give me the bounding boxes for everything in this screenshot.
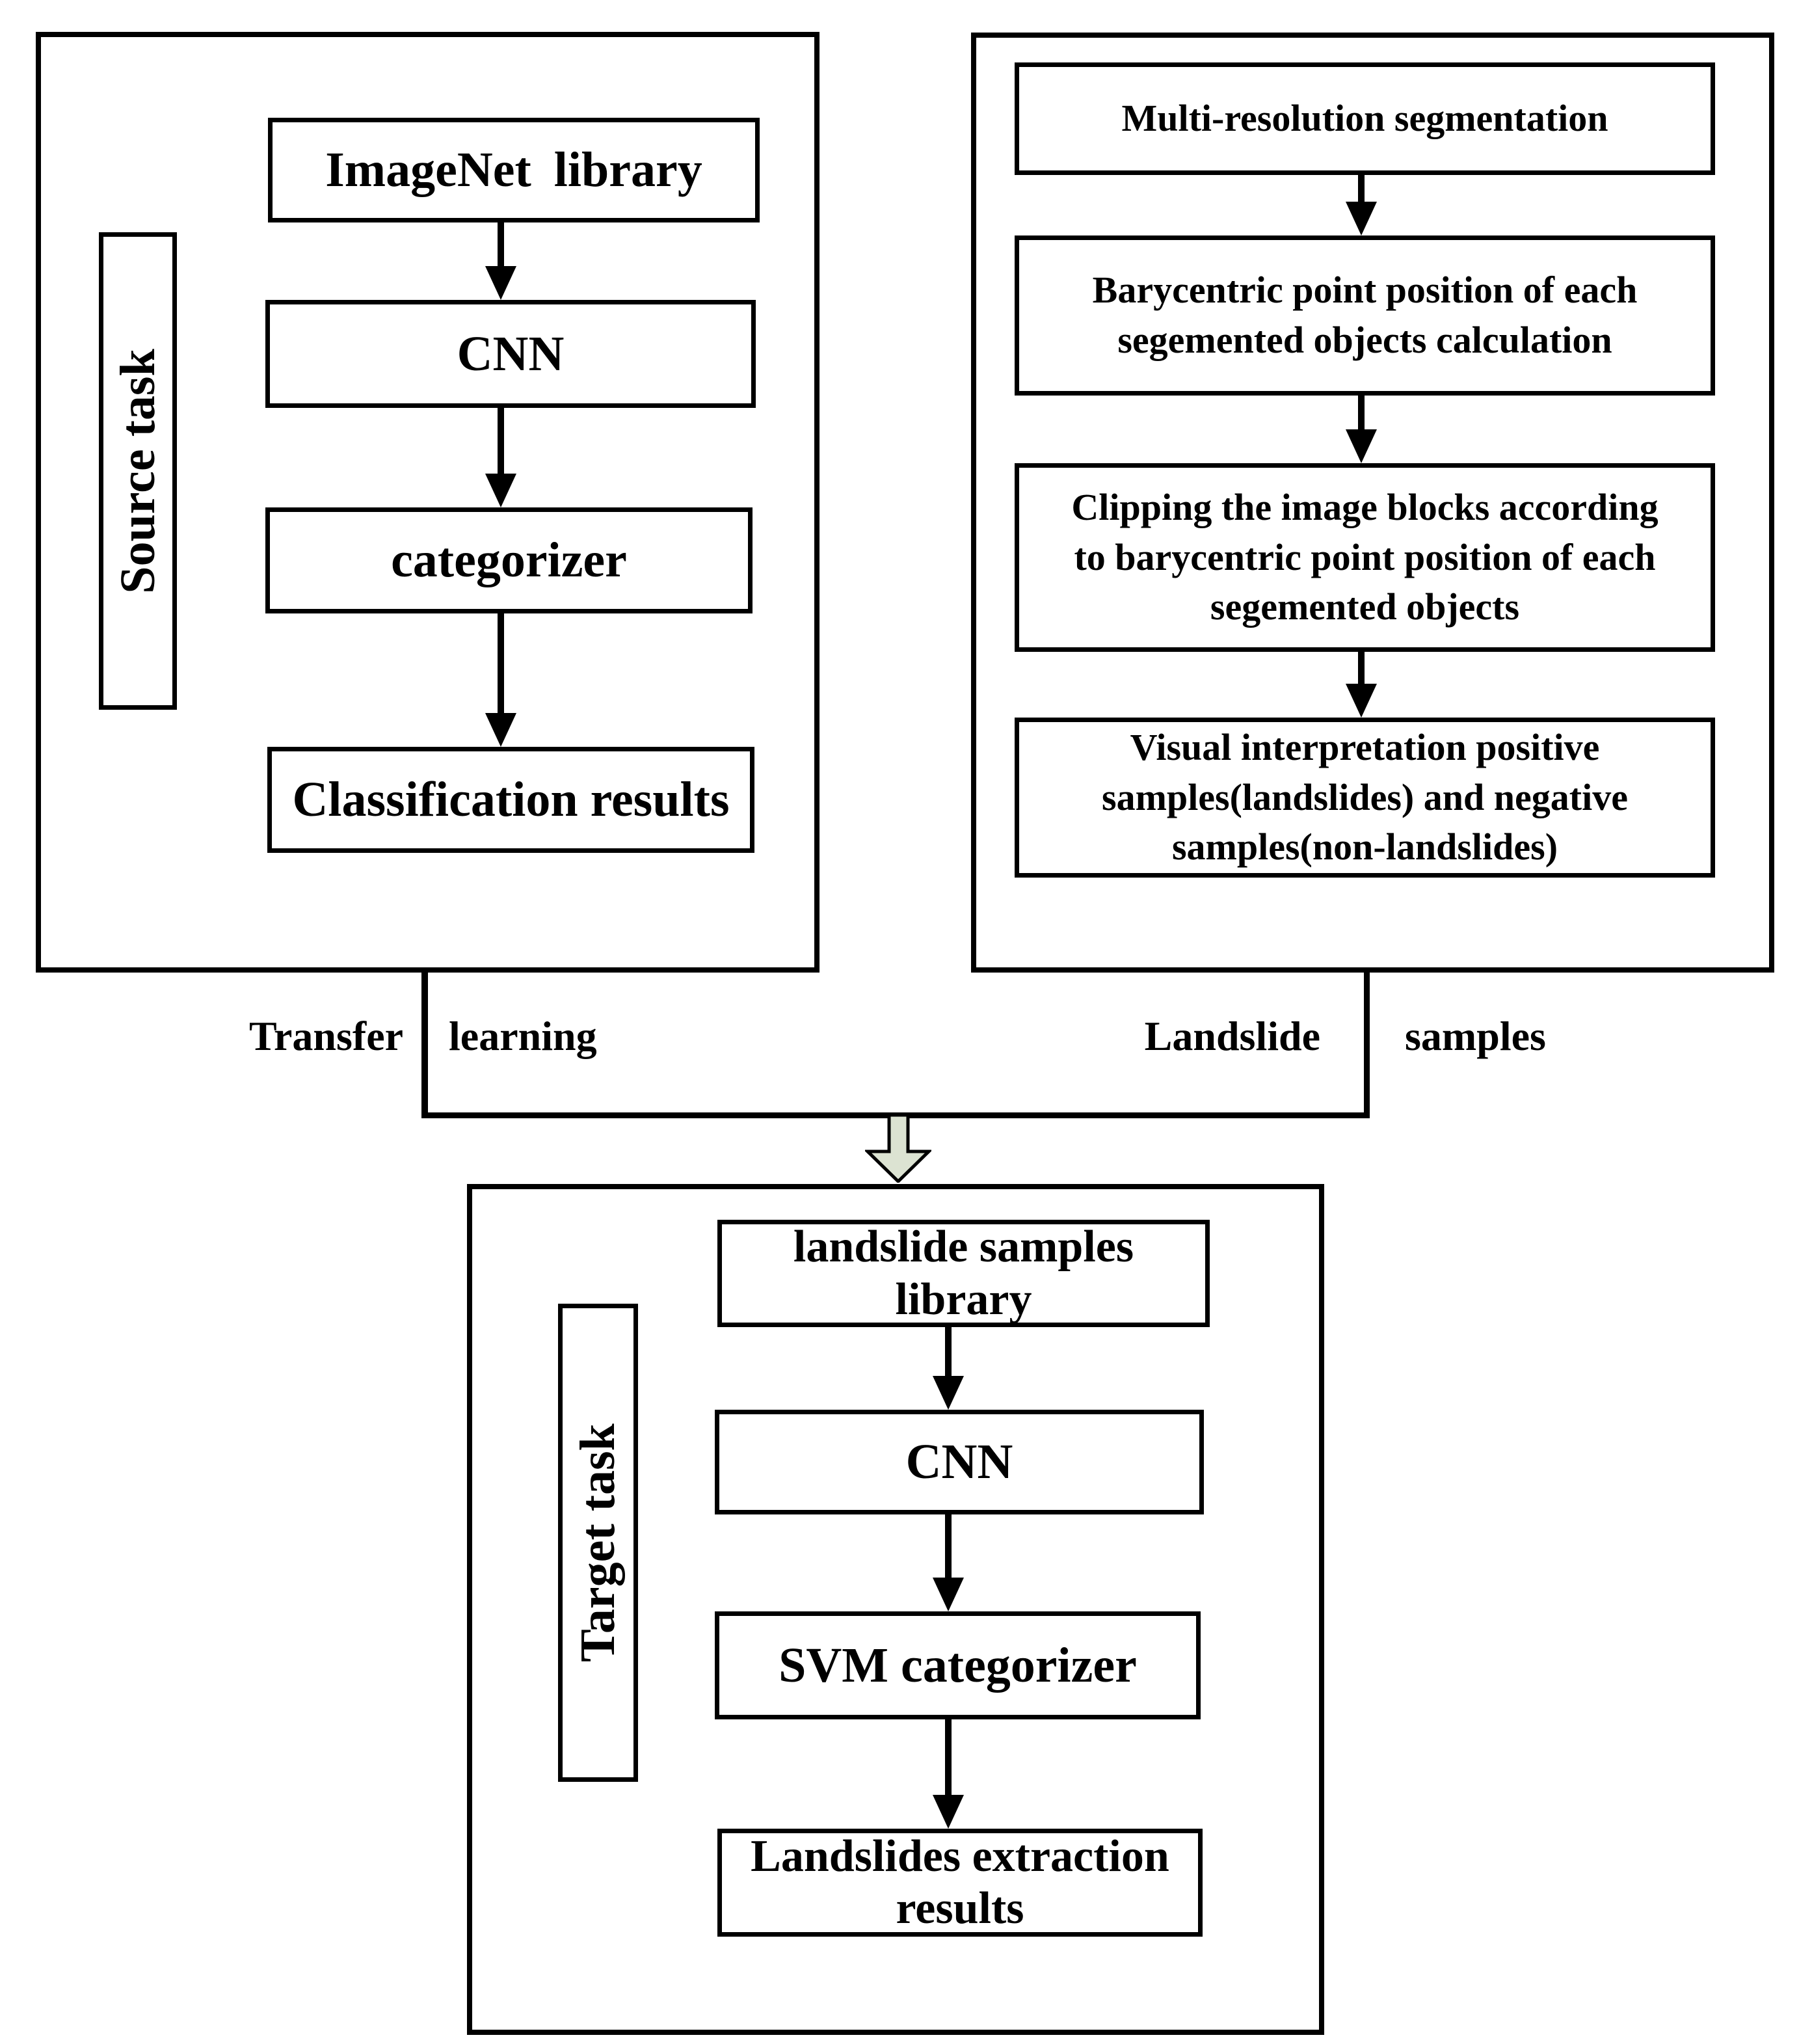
landslide-samples-connector-line: [1364, 973, 1370, 1118]
source-task-side-label-box: Source task: [99, 232, 177, 710]
arrow-head-icon: [933, 1376, 964, 1410]
flow-arrow-segmentation-to-barycentric: [1346, 175, 1377, 235]
target-cnn-box: CNN: [715, 1410, 1204, 1514]
transfer-label: Transfer: [249, 1013, 403, 1059]
flow-arrow-categorizer-to-results: [485, 613, 516, 747]
arrow-head-icon: [1346, 684, 1377, 718]
flow-arrow-barycentric-to-clipping: [1346, 396, 1377, 463]
classification-results-box: Classification results: [267, 747, 754, 853]
block-down-arrow-icon: [865, 1114, 931, 1183]
arrow-head-icon: [933, 1795, 964, 1829]
library-line-2: library: [895, 1274, 1032, 1325]
imagenet-library-label: ImageNet library: [325, 142, 702, 198]
transfer-learning-connector-line: [421, 973, 428, 1118]
flow-arrow-clipping-to-visual: [1346, 652, 1377, 718]
landslides-extraction-results-box: Landslides extraction results: [717, 1829, 1203, 1937]
multi-resolution-segmentation-box: Multi-resolution segmentation: [1015, 62, 1715, 175]
source-cnn-box: CNN: [265, 300, 756, 408]
clipping-line-2: to barycentric point position of each: [1074, 535, 1656, 578]
arrow-stem: [1358, 396, 1365, 429]
multi-resolution-segmentation-label: Multi-resolution segmentation: [1121, 97, 1608, 140]
barycentric-point-box: Barycentric point position of each segem…: [1015, 235, 1715, 396]
visual-line-1: Visual interpretation positive: [1130, 726, 1600, 769]
categorizer-box: categorizer: [265, 507, 753, 613]
arrow-stem: [945, 1514, 952, 1578]
arrow-stem: [498, 408, 504, 474]
target-task-side-label: Target task: [570, 1423, 626, 1662]
target-cnn-label: CNN: [905, 1434, 1013, 1490]
arrow-head-icon: [485, 474, 516, 507]
flow-arrow-imagenet-to-cnn: [485, 222, 516, 300]
arrow-head-icon: [1346, 429, 1377, 463]
flow-arrow-library-to-cnn: [933, 1327, 964, 1410]
visual-line-2: samples(landslides) and negative: [1102, 775, 1628, 818]
categorizer-label: categorizer: [391, 533, 627, 588]
library-line-1: landslide samples: [793, 1222, 1134, 1272]
barycentric-line-2: segemented objects calculation: [1117, 319, 1612, 361]
arrow-stem: [498, 613, 504, 713]
flow-arrow-cnn-to-svm: [933, 1514, 964, 1611]
learning-label: learning: [449, 1013, 597, 1059]
svm-categorizer-label: SVM categorizer: [779, 1637, 1137, 1693]
block-down-arrow-shape: [865, 1114, 931, 1183]
clipping-image-blocks-box: Clipping the image blocks according to b…: [1015, 463, 1715, 652]
flow-arrow-svm-to-extraction: [933, 1719, 964, 1829]
barycentric-line-1: Barycentric point position of each: [1092, 269, 1638, 312]
target-task-side-label-box: Target task: [558, 1304, 638, 1782]
imagenet-library-box: ImageNet library: [268, 118, 760, 222]
extraction-line-2: results: [896, 1883, 1024, 1933]
visual-line-3: samples(non-landslides): [1171, 826, 1558, 868]
landslide-label: Landslide: [1144, 1013, 1320, 1059]
clipping-line-3: segemented objects: [1210, 585, 1520, 628]
source-cnn-label: CNN: [457, 326, 565, 381]
samples-label: samples: [1405, 1013, 1546, 1059]
arrow-stem: [1358, 652, 1365, 684]
arrow-stem: [498, 222, 504, 266]
visual-interpretation-box: Visual interpretation positive samples(l…: [1015, 718, 1715, 878]
arrow-stem: [945, 1327, 952, 1376]
arrow-head-icon: [485, 713, 516, 747]
classification-results-label: Classification results: [292, 772, 730, 827]
arrow-head-icon: [933, 1578, 964, 1611]
flow-arrow-cnn-to-categorizer: [485, 408, 516, 507]
source-task-side-label: Source task: [110, 348, 165, 594]
arrow-stem: [945, 1719, 952, 1795]
arrow-head-icon: [485, 266, 516, 300]
arrow-stem: [1358, 175, 1365, 202]
landslide-samples-library-box: landslide samples library: [717, 1220, 1210, 1327]
clipping-line-1: Clipping the image blocks according: [1071, 486, 1659, 529]
extraction-line-1: Landslides extraction: [751, 1831, 1169, 1881]
svm-categorizer-box: SVM categorizer: [715, 1611, 1201, 1719]
arrow-head-icon: [1346, 202, 1377, 235]
